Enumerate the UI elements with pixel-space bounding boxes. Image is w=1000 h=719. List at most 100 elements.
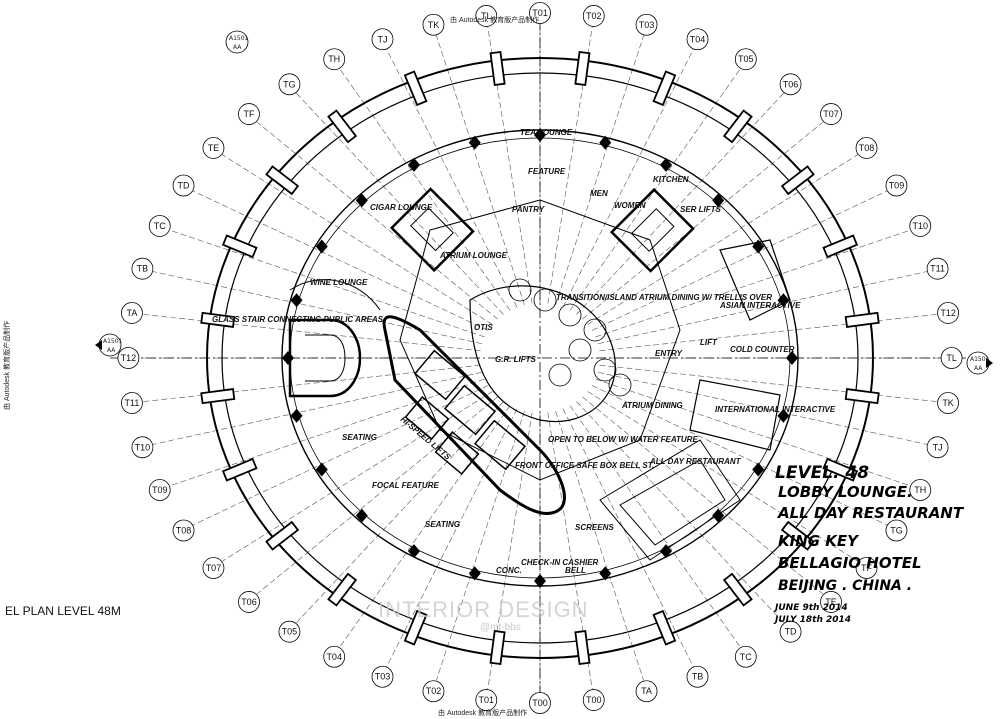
radial-grid-line [547, 26, 593, 304]
inner-column [660, 157, 672, 172]
label-check-in: CHECK-IN CASHIER [521, 558, 599, 567]
inner-column [408, 157, 420, 172]
grid-marker-label: T08 [859, 143, 875, 153]
grid-marker-label: TJ [933, 442, 943, 452]
title-restaurant: ALL DAY RESTAURANT [777, 504, 965, 522]
title-date-1: JUNE 9th 2014 [773, 603, 848, 613]
radial-grid-line [295, 401, 504, 624]
grid-marker-circle [238, 103, 260, 125]
inner-column [355, 508, 368, 523]
section-marker-top: A1501 AA [225, 30, 249, 54]
grid-marker-circle [238, 591, 260, 613]
grid-marker-label: T04 [326, 652, 342, 662]
grid-marker-label: TD [785, 627, 797, 637]
facade-column [722, 109, 753, 144]
facade-column [265, 520, 300, 551]
grid-marker-label: TE [825, 597, 837, 607]
grid-marker-circle [172, 174, 195, 197]
radial-grid-line [339, 405, 511, 648]
grid-marker-label: T02 [426, 686, 442, 696]
radial-grid-line [256, 121, 498, 320]
credit-top: 由 Autodesk 教育版产品制作 [450, 17, 540, 24]
grid-marker-circle [820, 591, 842, 613]
grid-marker-label: T11 [124, 398, 139, 408]
grid-marker-circle [529, 2, 551, 24]
radial-grid-line [569, 405, 741, 648]
radial-grid-line [591, 190, 888, 331]
title-lobby: LOBBY LOUNGE. [778, 483, 913, 501]
grid-marker-circle [475, 5, 498, 27]
facade-column [200, 388, 236, 405]
grid-marker-circle [635, 13, 658, 36]
grid-marker-circle [820, 103, 842, 125]
grid-marker-label: TL [946, 353, 957, 363]
inner-column [315, 239, 328, 254]
grid-marker-circle [937, 302, 959, 324]
inner-column [290, 293, 303, 308]
title-hotel: BELLAGIO HOTEL [778, 554, 922, 572]
grid-marker-circle [909, 215, 932, 237]
facade-column [200, 311, 236, 328]
svg-text:AA: AA [974, 365, 983, 372]
grid-marker-label: T11 [930, 264, 945, 274]
radial-grid-lines [139, 24, 941, 692]
inner-column [355, 193, 368, 208]
grid-marker-circle [686, 28, 709, 51]
inner-column [315, 462, 328, 477]
grid-marker-label: T01 [479, 695, 495, 705]
section-marker-right: A1501 AA [966, 351, 993, 375]
inner-column [282, 351, 294, 365]
watermark-sub: @mt-bbs [480, 622, 521, 633]
inner-column [599, 566, 612, 581]
grid-marker-circle [121, 302, 143, 324]
stair-core-northeast [609, 187, 695, 273]
credit-left: 由 Autodesk 教育版产品制作 [4, 320, 11, 410]
radial-grid-line [169, 378, 485, 487]
grid-marker-circle [202, 137, 225, 159]
facade-column [780, 165, 815, 196]
grid-marker-circle [148, 479, 171, 501]
grid-marker-label: T10 [135, 442, 151, 452]
grid-marker-circle [172, 519, 195, 542]
grid-marker-circle [635, 680, 658, 703]
inner-column [599, 135, 612, 150]
grid-marker-label: TJ [377, 34, 387, 44]
trellis-circles [508, 278, 632, 397]
hi-speed-lift-core [382, 315, 566, 515]
grid-marker-circle [422, 680, 445, 703]
grid-marker-circle [278, 73, 301, 96]
radial-grid-line [386, 49, 518, 308]
radial-grid-line [562, 408, 694, 667]
watermark: INTERIOR DESIGN [378, 597, 589, 622]
grid-marker-label: T03 [375, 672, 391, 682]
grid-marker-circle [371, 665, 394, 688]
label-kitchen: KITCHEN [653, 175, 689, 184]
radial-grid-line [576, 92, 785, 315]
label-wine-lounge: WINE LOUNGE [310, 278, 368, 287]
facade-column [221, 234, 258, 259]
grid-marker-circle [422, 13, 445, 36]
label-ser-lifts: SER LIFTS [680, 205, 722, 214]
grid-marker-label: TH [328, 54, 340, 64]
inner-column [408, 544, 420, 559]
label-conc: CONC. [496, 566, 522, 575]
grid-marker-circle [529, 692, 551, 714]
grid-marker-circle [779, 73, 802, 96]
facade-column [780, 520, 815, 551]
label-asian: ASIAN INTERACTIVE [719, 301, 801, 310]
grid-marker-circle [323, 48, 346, 71]
radial-grid-line [386, 408, 518, 667]
label-tea-lounge: TEA LOUNGE [520, 128, 573, 137]
grid-marker-circle [371, 28, 394, 51]
grid-marker-label: TA [641, 686, 652, 696]
grid-marker-circle [855, 137, 878, 159]
radial-grid-line [436, 411, 525, 681]
radial-grid-line [222, 391, 493, 562]
radial-grid-line [256, 396, 498, 595]
grid-marker-label: T00 [532, 698, 548, 708]
label-bell: BELL [565, 566, 586, 575]
radial-grid-line [582, 396, 824, 595]
label-international: INTERNATIONAL INTERACTIVE [715, 405, 836, 414]
radial-grid-line [487, 412, 533, 690]
radial-grid-line [591, 385, 888, 526]
